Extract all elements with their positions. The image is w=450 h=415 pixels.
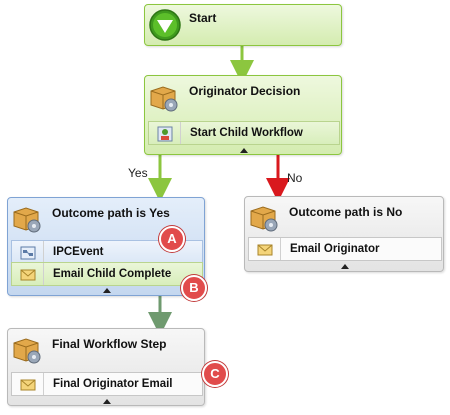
no-edge-label: No [287, 171, 303, 185]
collapse-icon[interactable] [240, 148, 248, 153]
outcome-yes-package-icon [11, 202, 43, 234]
email-icon [20, 377, 36, 393]
final-workflow-step-node[interactable]: Final Workflow Step Final Originator Ema… [7, 328, 205, 406]
email-child-complete-label: Email Child Complete [53, 268, 172, 280]
final-originator-email-row[interactable]: Final Originator Email [11, 372, 203, 396]
final-originator-email-label: Final Originator Email [53, 378, 173, 390]
outcome-no-package-icon [248, 201, 280, 233]
start-title: Start [189, 11, 217, 25]
decision-package-icon [148, 81, 180, 113]
email-originator-row[interactable]: Email Originator [248, 237, 442, 261]
yes-edge-label: Yes [128, 166, 148, 180]
callout-c: C [202, 361, 228, 387]
start-icon [148, 8, 182, 42]
child-workflow-icon [157, 126, 173, 142]
start-child-workflow-label: Start Child Workflow [190, 127, 303, 139]
final-step-title: Final Workflow Step [52, 337, 167, 351]
outcome-no-title: Outcome path is No [289, 205, 403, 219]
collapse-icon[interactable] [103, 288, 111, 293]
collapse-icon[interactable] [103, 399, 111, 404]
ipcevent-label: IPCEvent [53, 246, 104, 258]
row-separator [43, 263, 44, 285]
email-child-complete-row[interactable]: Email Child Complete [11, 262, 203, 286]
start-child-workflow-row[interactable]: Start Child Workflow [148, 121, 340, 145]
email-icon [20, 267, 36, 283]
email-icon [257, 242, 273, 258]
row-separator [43, 241, 44, 263]
start-node[interactable]: Start [144, 4, 342, 46]
outcome-yes-node[interactable]: Outcome path is Yes IPCEvent Email Child… [7, 197, 205, 296]
final-step-package-icon [11, 333, 43, 365]
originator-decision-node[interactable]: Originator Decision Start Child Workflow [144, 75, 342, 155]
callout-b: B [181, 275, 207, 301]
row-separator [180, 122, 181, 144]
email-originator-label: Email Originator [290, 243, 380, 255]
row-separator [43, 373, 44, 395]
outcome-no-node[interactable]: Outcome path is No Email Originator [244, 196, 444, 272]
outcome-yes-title: Outcome path is Yes [52, 206, 170, 220]
ipcevent-icon [20, 245, 36, 261]
collapse-icon[interactable] [341, 264, 349, 269]
row-separator [280, 238, 281, 260]
decision-title: Originator Decision [189, 84, 301, 98]
callout-a: A [159, 226, 185, 252]
